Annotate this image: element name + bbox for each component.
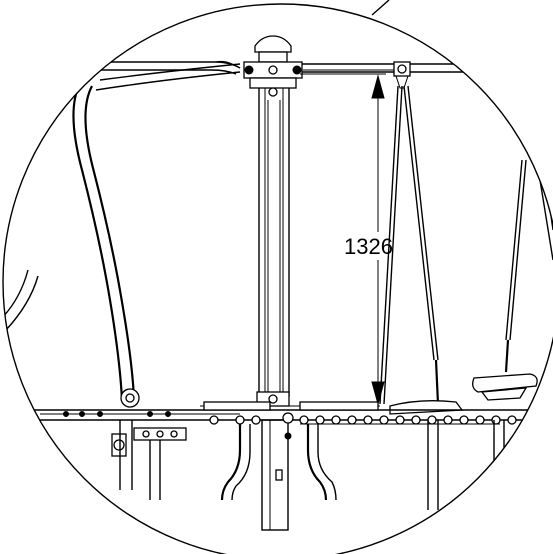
dimension-arrow-top <box>371 74 385 99</box>
platform-seat <box>389 400 464 415</box>
detail-leader-line <box>371 0 390 16</box>
curved-arm <box>95 63 241 91</box>
swing-frame-detail: 1326 <box>3 35 553 531</box>
dimension-arrow-bottom <box>371 381 385 406</box>
lower-left-clamp <box>111 427 187 457</box>
dimension-label: 1326 <box>344 234 393 259</box>
top-beam-right <box>296 63 553 73</box>
frame-bolts <box>63 411 517 440</box>
swing-chains <box>379 85 553 405</box>
left-curved-leg <box>3 83 136 401</box>
detail-view-circle <box>2 3 553 554</box>
swing-seat <box>472 373 538 401</box>
right-hanger-joint <box>393 61 411 89</box>
center-post <box>243 35 303 531</box>
left-pulley <box>120 388 140 408</box>
